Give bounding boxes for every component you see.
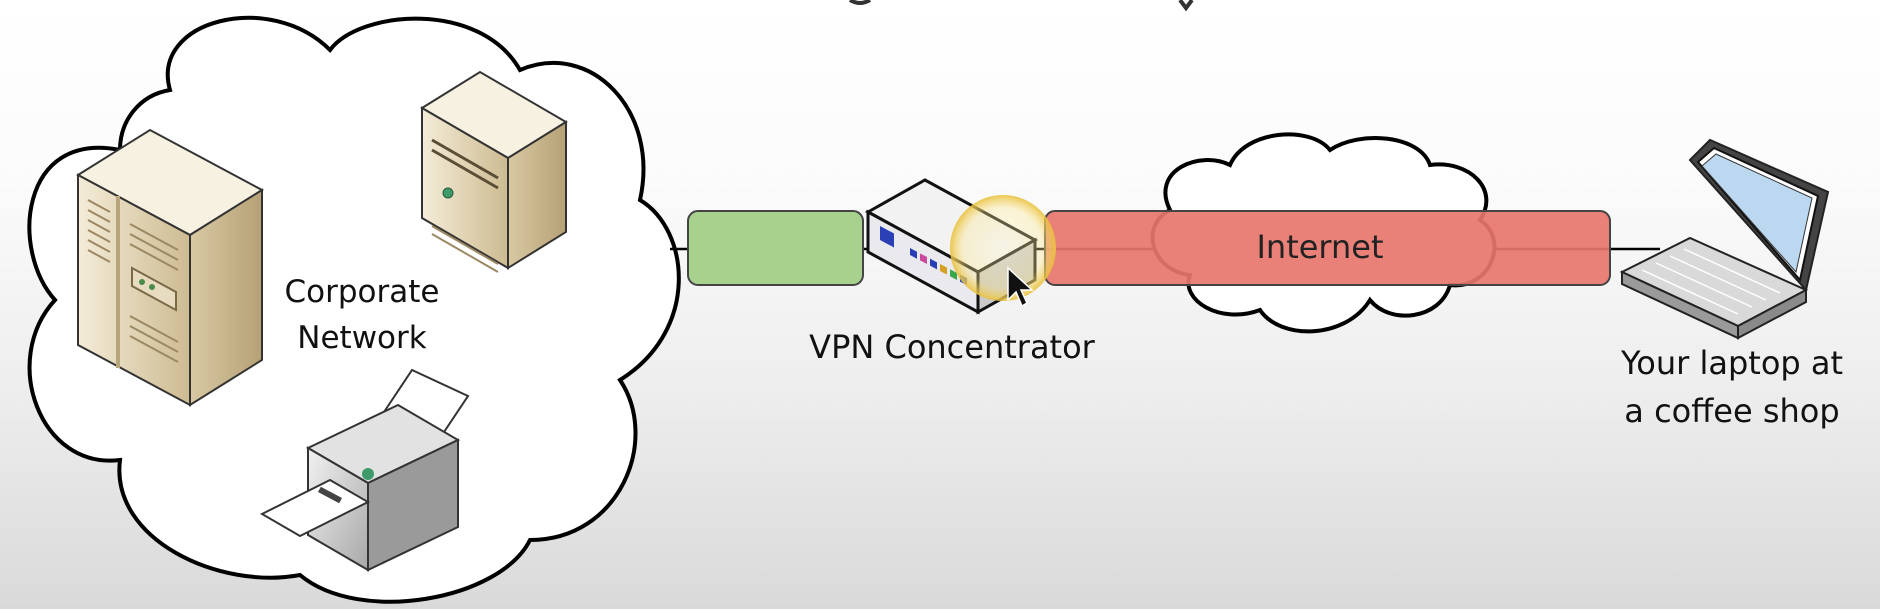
mouse-cursor-icon xyxy=(1007,266,1034,308)
desktop-server-icon xyxy=(420,70,568,273)
secure-tunnel-segment xyxy=(687,210,864,286)
cursor-highlight xyxy=(950,195,1056,301)
laptop-label-line2: a coffee shop xyxy=(1624,392,1839,430)
laptop-icon xyxy=(1619,138,1830,340)
internet-label: Internet xyxy=(1256,228,1383,266)
printer-icon xyxy=(259,368,470,572)
corporate-network-label-line1: Corporate xyxy=(285,274,440,310)
vpn-concentrator-label: VPN Concentrator xyxy=(809,328,1096,366)
tower-server-icon xyxy=(76,128,264,407)
corporate-network-label-line2: Network xyxy=(297,320,426,356)
laptop-label-line1: Your laptop at xyxy=(1620,344,1843,382)
cropped-title-fragment xyxy=(848,0,1194,12)
